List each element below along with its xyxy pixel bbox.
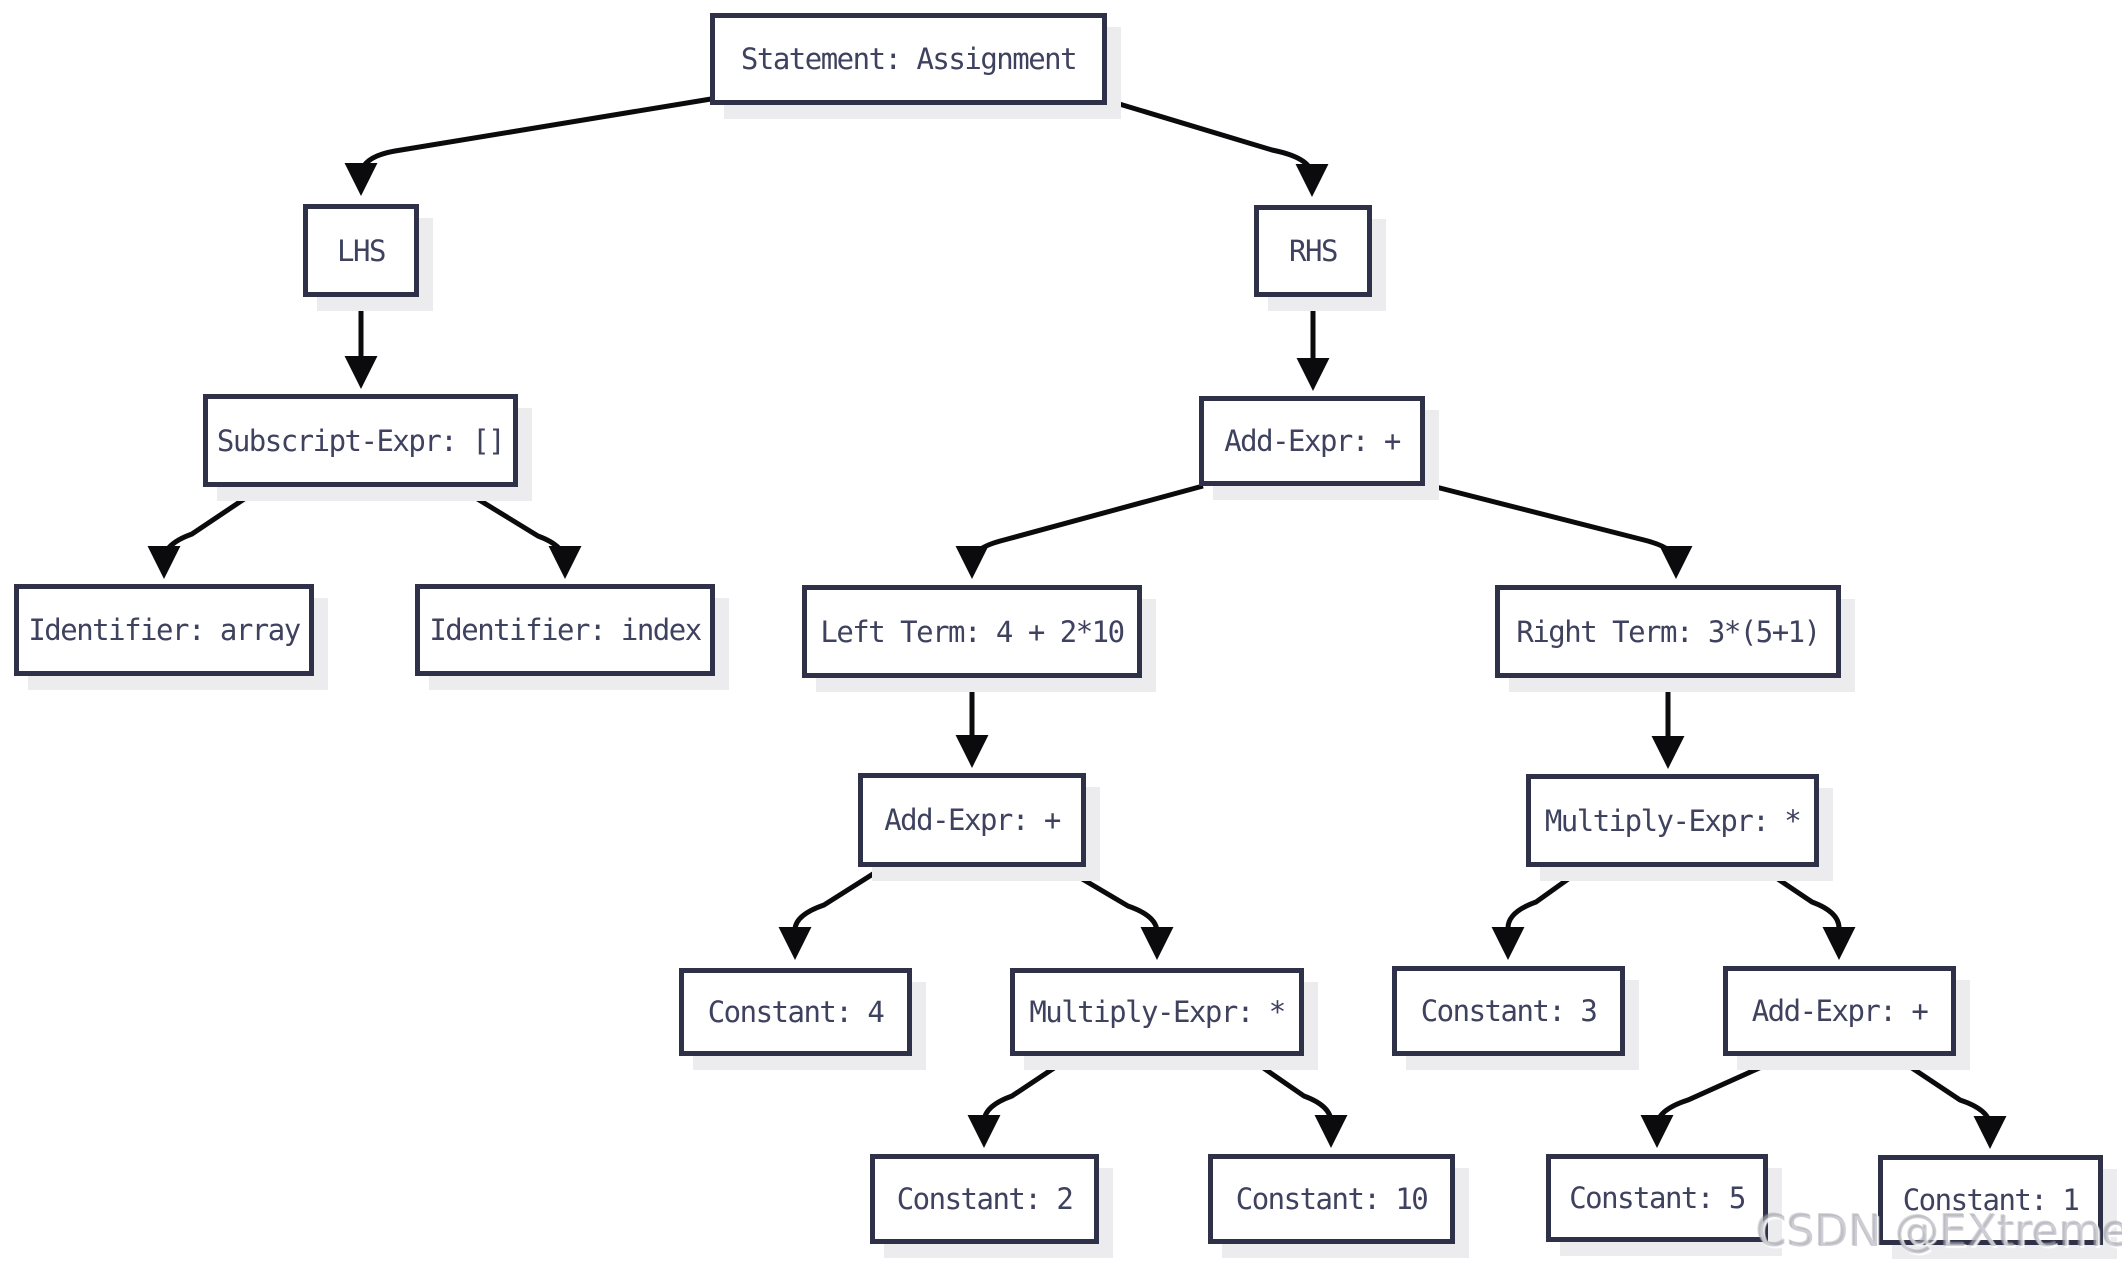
- node-lhs: LHS: [303, 204, 419, 297]
- node-identifier-array: Identifier: array: [14, 584, 314, 676]
- edge-addexpr2-const4: [778, 864, 886, 960]
- node-statement-assignment: Statement: Assignment: [710, 13, 1107, 105]
- node-right-term: Right Term: 3*(5+1): [1495, 585, 1841, 678]
- node-constant-4: Constant: 4: [679, 968, 912, 1056]
- watermark: CSDN @EXtreme35: [1756, 1206, 2122, 1257]
- edge-multexpr-const2: [967, 1053, 1074, 1148]
- edge-subscript-array: [147, 484, 264, 579]
- edge-subscript-index: [456, 484, 582, 579]
- node-constant-3: Constant: 3: [1392, 966, 1625, 1056]
- node-left-term: Left Term: 4 + 2*10: [802, 585, 1142, 678]
- node-identifier-index: Identifier: index: [415, 584, 715, 676]
- edge-multexpr-const10: [1244, 1053, 1348, 1148]
- node-constant-10: Constant: 10: [1208, 1154, 1455, 1244]
- node-add-expr-top: Add-Expr: +: [1199, 396, 1425, 486]
- edge-multexpr2-addexpr3: [1758, 864, 1856, 960]
- edge-addexpr3-const1: [1892, 1053, 2007, 1149]
- edge-addexpr-rightterm: [1431, 483, 1693, 579]
- node-constant-2: Constant: 2: [870, 1154, 1099, 1244]
- node-constant-1: Constant: 1: [1878, 1155, 2103, 1245]
- node-subscript-expr: Subscript-Expr: []: [203, 394, 518, 487]
- edge-addexpr-leftterm: [955, 483, 1204, 579]
- node-multiply-expr-left: Multiply-Expr: *: [1010, 968, 1304, 1056]
- edge-multexpr2-const3: [1491, 864, 1587, 960]
- edge-statement-lhs: [344, 96, 712, 196]
- node-rhs: RHS: [1254, 205, 1372, 297]
- edge-statement-rhs: [1105, 97, 1329, 197]
- edge-addexpr3-const5: [1640, 1053, 1788, 1148]
- node-multiply-expr-right: Multiply-Expr: *: [1526, 774, 1819, 867]
- edge-addexpr2-multexpr: [1060, 864, 1174, 960]
- node-add-expr-right: Add-Expr: +: [1723, 966, 1956, 1056]
- node-constant-5: Constant: 5: [1546, 1154, 1768, 1242]
- node-add-expr-left: Add-Expr: +: [858, 773, 1086, 867]
